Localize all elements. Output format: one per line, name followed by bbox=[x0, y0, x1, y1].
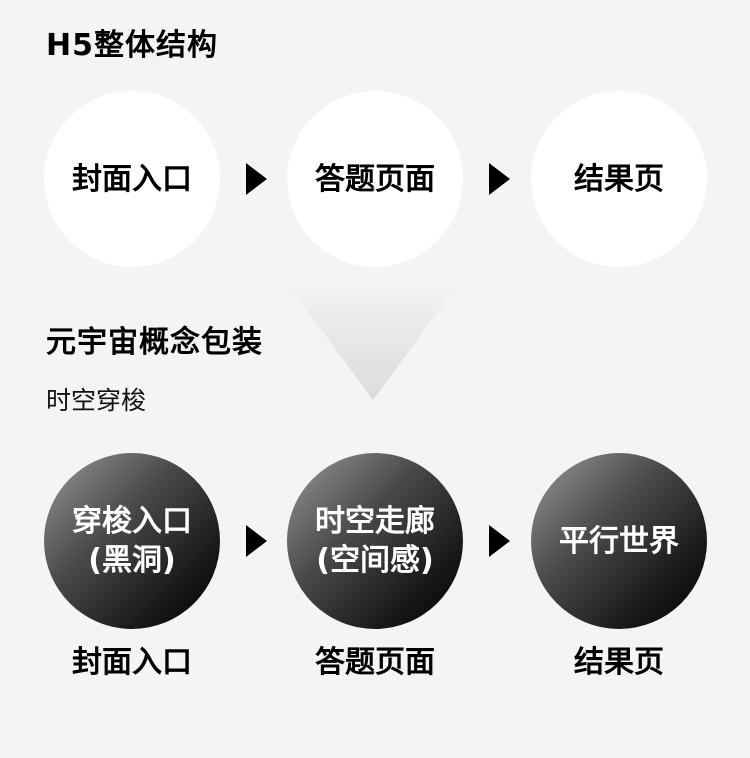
arrow-right-icon bbox=[489, 525, 510, 557]
step-quiz-page: 答题页面 bbox=[287, 91, 463, 267]
caption-quiz-page: 答题页面 bbox=[315, 645, 435, 680]
step-title: 平行世界 bbox=[559, 523, 679, 559]
step-label: 封面入口 bbox=[72, 161, 192, 197]
step-cover-entry: 封面入口 bbox=[44, 91, 220, 267]
step-spacetime-corridor: 时空走廊 (空间感) bbox=[287, 453, 463, 629]
section1-title: H5整体结构 bbox=[46, 28, 218, 63]
step-wormhole-entry: 穿梭入口 (黑洞) bbox=[44, 453, 220, 629]
caption-cover-entry: 封面入口 bbox=[72, 645, 192, 680]
step-title: 穿梭入口 bbox=[72, 504, 192, 539]
arrow-right-icon bbox=[489, 163, 510, 195]
step-label: 结果页 bbox=[574, 161, 664, 197]
caption-result-page: 结果页 bbox=[574, 645, 664, 680]
arrow-right-icon bbox=[246, 163, 267, 195]
section2-title: 元宇宙概念包装 bbox=[46, 325, 263, 360]
funnel-down-triangle-icon bbox=[287, 283, 459, 400]
step-label: 答题页面 bbox=[315, 161, 435, 197]
step-parallel-world: 平行世界 bbox=[531, 453, 707, 629]
step-subtitle: (空间感) bbox=[316, 543, 434, 578]
step-title: 时空走廊 bbox=[315, 504, 435, 539]
step-result-page: 结果页 bbox=[531, 91, 707, 267]
arrow-right-icon bbox=[246, 525, 267, 557]
section2-subtitle: 时空穿梭 bbox=[46, 386, 147, 415]
step-subtitle: (黑洞) bbox=[88, 543, 176, 578]
